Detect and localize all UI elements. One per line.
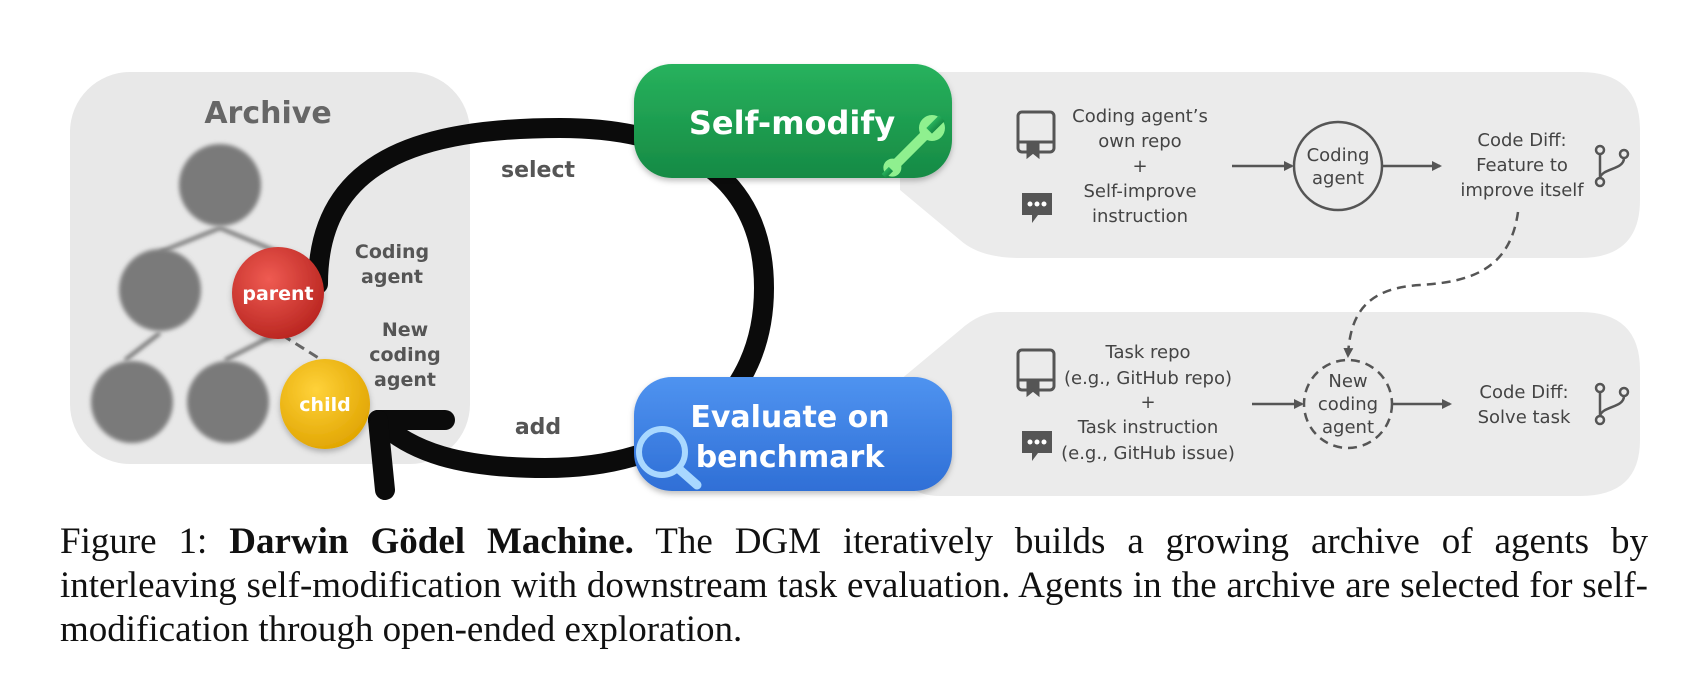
sm-node-line-1: Coding <box>1307 145 1370 166</box>
add-label: add <box>515 415 561 440</box>
coding-agent-label-line-2: agent <box>361 266 423 288</box>
ev-input-1-line-1: Task repo <box>1104 342 1190 363</box>
evaluate-inputs: Task repo (e.g., GitHub repo) + Task ins… <box>1061 342 1235 464</box>
sm-plus: + <box>1132 156 1147 177</box>
ev-output-line-2: Solve task <box>1478 407 1571 428</box>
coding-agent-label-line-1: Coding <box>355 241 429 263</box>
caption-title: Darwin Gödel Machine. <box>229 521 634 562</box>
new-agent-label-line-3: agent <box>374 369 436 391</box>
parent-node <box>232 247 324 339</box>
evaluate-label-line-2: benchmark <box>696 440 886 475</box>
git-branch-icon <box>1594 144 1630 188</box>
caption-text: The DGM iteratively builds a growing arc… <box>60 521 1649 650</box>
archive-node-leaf-2 <box>187 361 269 443</box>
archive-tree-edges <box>124 226 279 362</box>
ev-output-line-1: Code Diff: <box>1479 382 1568 403</box>
evaluate-button <box>634 377 952 491</box>
select-label: select <box>501 158 576 183</box>
figure-caption: Figure 1: Darwin Gödel Machine. The DGM … <box>60 520 1648 652</box>
ev-node-line-3: agent <box>1322 417 1374 438</box>
wrench-icon <box>881 115 945 179</box>
repo-icon <box>1016 110 1056 160</box>
coding-agent-node-label: Coding agent <box>1307 145 1370 189</box>
dashed-connector <box>1343 211 1520 358</box>
sm-node-line-2: agent <box>1312 168 1364 189</box>
sm-output-line-3: improve itself <box>1460 180 1584 201</box>
archive-nodes <box>91 144 269 443</box>
child-node <box>280 359 370 449</box>
sm-output-line-2: Feature to <box>1476 155 1568 176</box>
git-branch-icon <box>1594 382 1630 426</box>
self-modify-inputs: Coding agent’s own repo + Self-improve i… <box>1072 106 1208 227</box>
evaluate-output: Code Diff: Solve task <box>1478 382 1571 428</box>
cycle-arrow <box>308 117 775 500</box>
comment-icon <box>1022 431 1052 461</box>
child-node-label: child <box>299 394 350 416</box>
ev-plus: + <box>1140 392 1155 413</box>
parent-node-label: parent <box>242 283 313 305</box>
self-modify-button <box>634 64 952 178</box>
sm-input-2-line-1: Self-improve <box>1083 181 1196 202</box>
self-modify-output: Code Diff: Feature to improve itself <box>1460 130 1584 201</box>
coding-agent-label: Coding agent <box>355 241 429 288</box>
sm-output-line-1: Code Diff: <box>1477 130 1566 151</box>
magnifier-icon <box>636 426 702 490</box>
archive-title: Archive <box>204 96 331 131</box>
ev-input-2-line-1: Task instruction <box>1077 417 1219 438</box>
parent-child-dashed-edge <box>281 333 326 364</box>
repo-icon <box>1016 348 1056 398</box>
archive-node-root <box>179 144 261 226</box>
ev-node-line-2: coding <box>1318 394 1378 415</box>
dgm-figure: Archive parent child select add Coding a… <box>70 64 1640 500</box>
archive-node-leaf-1 <box>91 361 173 443</box>
evaluate-label-line-1: Evaluate on <box>690 400 889 435</box>
caption-label: Figure 1: <box>60 521 208 562</box>
self-modify-label: Self-modify <box>689 104 895 142</box>
new-agent-label-line-1: New <box>382 319 428 341</box>
comment-icon <box>1022 193 1052 223</box>
sm-input-1-line-1: Coding agent’s <box>1072 106 1208 127</box>
ev-input-2-line-2: (e.g., GitHub issue) <box>1061 443 1235 464</box>
new-coding-agent-label: New coding agent <box>369 319 441 391</box>
new-coding-agent-node-label: New coding agent <box>1318 371 1378 438</box>
ev-input-1-line-2: (e.g., GitHub repo) <box>1064 368 1232 389</box>
sm-input-1-line-2: own repo <box>1098 131 1181 152</box>
sm-input-2-line-2: instruction <box>1092 206 1188 227</box>
new-agent-label-line-2: coding <box>369 344 441 366</box>
archive-node-left <box>119 249 201 331</box>
ev-node-line-1: New <box>1328 371 1367 392</box>
